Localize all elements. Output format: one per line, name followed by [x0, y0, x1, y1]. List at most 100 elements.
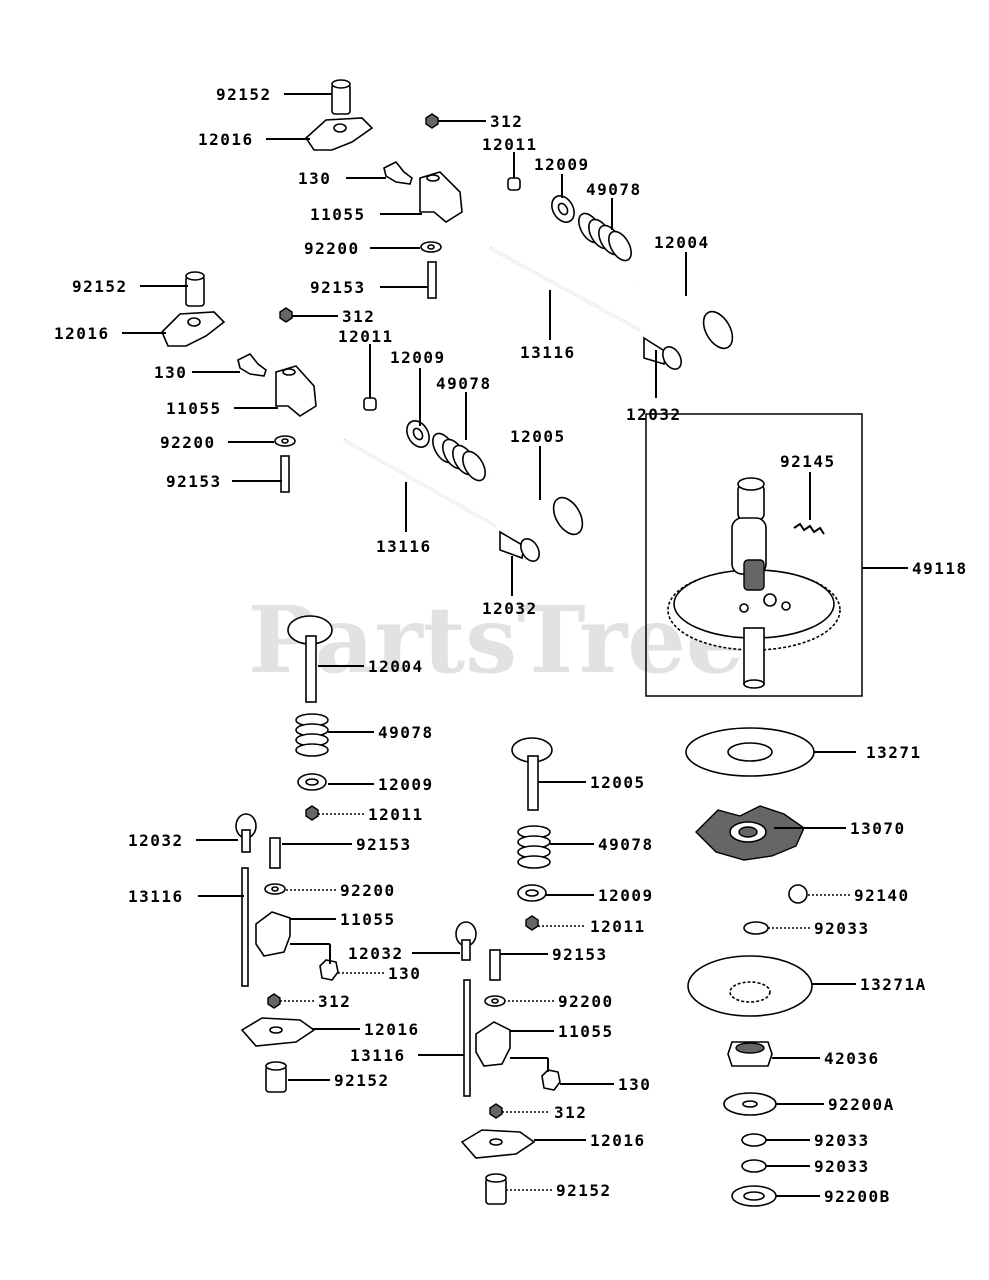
push-rod-part-icon[interactable]: [241, 867, 249, 987]
bolt-part-icon[interactable]: [541, 1069, 561, 1091]
bolt-part-icon[interactable]: [319, 959, 339, 981]
part-number-label[interactable]: 130: [298, 169, 331, 188]
part-number-label[interactable]: 12009: [598, 886, 654, 905]
steel-ball-part-icon[interactable]: [788, 884, 808, 904]
part-number-label[interactable]: 92200: [340, 881, 396, 900]
part-number-label[interactable]: 12009: [390, 348, 446, 367]
part-number-label[interactable]: 13116: [520, 343, 576, 362]
part-number-label[interactable]: 312: [490, 112, 523, 131]
part-number-label[interactable]: 12016: [364, 1020, 420, 1039]
part-number-label[interactable]: 13070: [850, 819, 906, 838]
part-number-label[interactable]: 130: [388, 964, 421, 983]
valve-spring-part-icon[interactable]: [295, 713, 329, 757]
part-number-label[interactable]: 92152: [72, 277, 128, 296]
guide-plate-part-icon[interactable]: [419, 171, 463, 223]
push-rod-part-icon[interactable]: [489, 247, 641, 331]
part-number-label[interactable]: 92153: [310, 278, 366, 297]
part-number-label[interactable]: 49078: [436, 374, 492, 393]
part-number-label[interactable]: 13271: [866, 743, 922, 762]
part-number-label[interactable]: 312: [342, 307, 375, 326]
cotter-part-icon[interactable]: [305, 805, 319, 821]
part-number-label[interactable]: 12009: [534, 155, 590, 174]
cotter-part-icon[interactable]: [363, 397, 377, 411]
part-number-label[interactable]: 92153: [356, 835, 412, 854]
part-number-label[interactable]: 12032: [128, 831, 184, 850]
part-number-label[interactable]: 13116: [376, 537, 432, 556]
part-number-label[interactable]: 12032: [482, 599, 538, 618]
part-number-label[interactable]: 12004: [654, 233, 710, 252]
cotter-part-icon[interactable]: [525, 915, 539, 931]
part-number-label[interactable]: 12032: [626, 405, 682, 424]
part-number-label[interactable]: 92033: [814, 1131, 870, 1150]
part-number-label[interactable]: 12009: [378, 775, 434, 794]
part-number-label[interactable]: 92200A: [828, 1095, 895, 1114]
part-number-label[interactable]: 92200: [160, 433, 216, 452]
rocker-arm-part-icon[interactable]: [304, 117, 374, 151]
valve-spring-part-icon[interactable]: [574, 210, 636, 265]
part-number-label[interactable]: 92152: [556, 1181, 612, 1200]
guide-plate-part-icon[interactable]: [255, 911, 291, 957]
part-number-label[interactable]: 92200: [558, 992, 614, 1011]
part-number-label[interactable]: 92152: [216, 85, 272, 104]
part-number-label[interactable]: 12016: [54, 324, 110, 343]
cotter-part-icon[interactable]: [507, 177, 521, 191]
part-number-label[interactable]: 12011: [590, 917, 646, 936]
part-number-label[interactable]: 13116: [350, 1046, 406, 1065]
part-number-label[interactable]: 11055: [340, 910, 396, 929]
part-number-label[interactable]: 42036: [824, 1049, 880, 1068]
part-number-label[interactable]: 312: [554, 1103, 587, 1122]
nut-part-icon[interactable]: [267, 993, 281, 1009]
part-number-label[interactable]: 92153: [166, 472, 222, 491]
valve-part-icon[interactable]: [633, 284, 738, 353]
part-number-label[interactable]: 12005: [510, 427, 566, 446]
part-number-label[interactable]: 49118: [912, 559, 968, 578]
part-number-label[interactable]: 11055: [166, 399, 222, 418]
part-number-label[interactable]: 92153: [552, 945, 608, 964]
part-number-label[interactable]: 11055: [310, 205, 366, 224]
push-rod-part-icon[interactable]: [463, 979, 471, 1097]
part-number-label[interactable]: 49078: [378, 723, 434, 742]
guide-plate-part-icon[interactable]: [475, 1021, 511, 1067]
bolt-part-icon[interactable]: [383, 160, 413, 185]
part-number-label[interactable]: 92200: [304, 239, 360, 258]
part-number-label[interactable]: 312: [318, 992, 351, 1011]
part-number-label[interactable]: 12005: [590, 773, 646, 792]
valve-spring-part-icon[interactable]: [428, 430, 490, 485]
part-number-label[interactable]: 92152: [334, 1071, 390, 1090]
governor-spring-icon[interactable]: [793, 522, 825, 535]
part-number-label[interactable]: 11055: [558, 1022, 614, 1041]
part-number-label[interactable]: 12004: [368, 657, 424, 676]
part-number-label[interactable]: 13271A: [860, 975, 927, 994]
stud-part-icon[interactable]: [427, 261, 437, 299]
bolt-part-icon[interactable]: [237, 352, 267, 377]
guide-plate-part-icon[interactable]: [275, 365, 317, 417]
part-number-label[interactable]: 92033: [814, 919, 870, 938]
part-number-label[interactable]: 92145: [780, 452, 836, 471]
part-number-label[interactable]: 49078: [598, 835, 654, 854]
part-number-label[interactable]: 92140: [854, 886, 910, 905]
valve-spring-part-icon[interactable]: [517, 825, 551, 869]
stud-part-icon[interactable]: [280, 455, 290, 493]
snap-ring-part-icon[interactable]: [741, 1133, 767, 1147]
part-number-label[interactable]: 12032: [348, 944, 404, 963]
push-rod-part-icon[interactable]: [343, 439, 497, 527]
part-number-label[interactable]: 130: [154, 363, 187, 382]
stud-part-icon[interactable]: [269, 837, 281, 869]
tappet-part-icon[interactable]: [643, 336, 685, 372]
nut-part-icon[interactable]: [279, 307, 293, 323]
valve-part-icon[interactable]: [489, 476, 588, 539]
nut-part-icon[interactable]: [489, 1103, 503, 1119]
rocker-arm-part-icon[interactable]: [161, 311, 226, 347]
snap-ring-part-icon[interactable]: [741, 1159, 767, 1173]
part-number-label[interactable]: 12011: [368, 805, 424, 824]
part-number-label[interactable]: 92200B: [824, 1187, 891, 1206]
nut-part-icon[interactable]: [425, 113, 439, 129]
part-number-label[interactable]: 130: [618, 1075, 651, 1094]
tappet-part-icon[interactable]: [499, 530, 543, 564]
part-number-label[interactable]: 92033: [814, 1157, 870, 1176]
stud-part-icon[interactable]: [489, 949, 501, 981]
part-number-label[interactable]: 12016: [198, 130, 254, 149]
part-number-label[interactable]: 13116: [128, 887, 184, 906]
camshaft-shaft-icon[interactable]: [743, 627, 765, 685]
part-number-label[interactable]: 12011: [338, 327, 394, 346]
